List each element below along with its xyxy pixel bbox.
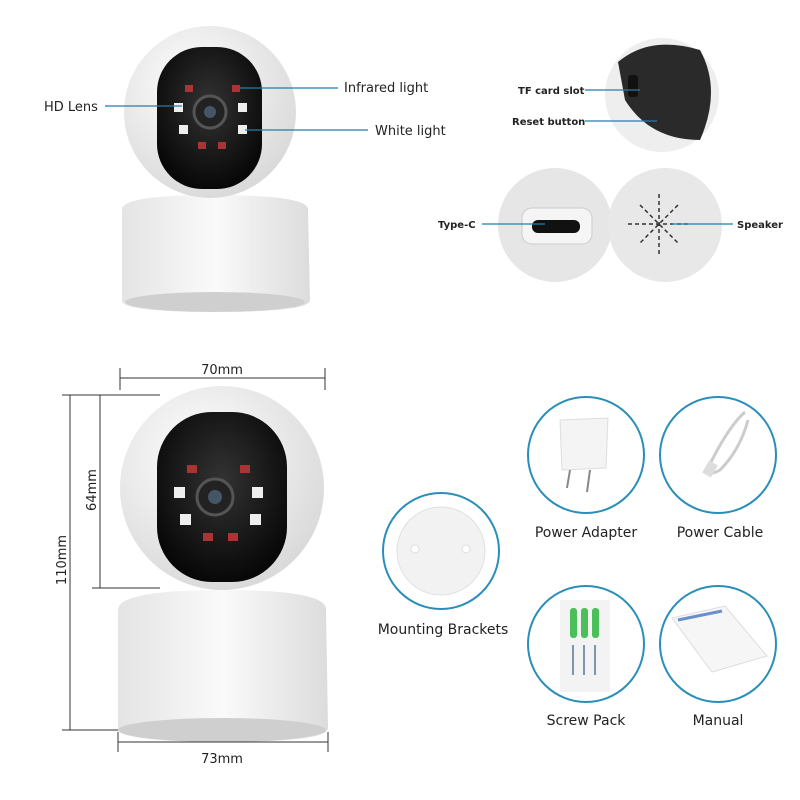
tf-card-slot-label: TF card slot	[518, 86, 585, 97]
infrared-light-label: Infrared light	[344, 81, 428, 96]
accessory-power-adapter	[527, 396, 645, 514]
usb-c-port-icon	[532, 220, 580, 233]
accessory-screw-pack	[527, 585, 645, 703]
hd-lens-label: HD Lens	[44, 100, 98, 115]
reset-button-label: Reset button	[512, 117, 585, 128]
width-base-label: 73mm	[201, 752, 243, 767]
screw-pack-label: Screw Pack	[547, 713, 627, 729]
power-cable-label: Power Cable	[677, 525, 764, 541]
width-top-label: 70mm	[201, 363, 243, 378]
accessory-manual	[659, 585, 777, 703]
speaker-label: Speaker	[737, 220, 783, 231]
dimension-lines	[62, 368, 329, 752]
white-light-label: White light	[375, 124, 446, 139]
manual-icon	[671, 605, 768, 673]
power-adapter-label: Power Adapter	[535, 525, 638, 541]
accessory-power-cable	[659, 396, 777, 514]
mounting-brackets-label: Mounting Brackets	[378, 622, 509, 638]
speaker-detail	[608, 168, 722, 282]
total-height-label: 110mm	[55, 535, 70, 585]
camera-front-dimensions	[118, 386, 328, 742]
accessory-mounting-brackets	[382, 492, 500, 610]
power-adapter-icon	[559, 417, 609, 471]
type-c-detail	[498, 168, 612, 282]
bracket-icon	[396, 506, 486, 596]
head-height-label: 64mm	[85, 469, 100, 511]
type-c-label: Type-C	[438, 220, 476, 231]
tf-card-detail	[605, 38, 719, 152]
manual-label: Manual	[693, 713, 744, 729]
camera-front-top	[121, 26, 310, 312]
